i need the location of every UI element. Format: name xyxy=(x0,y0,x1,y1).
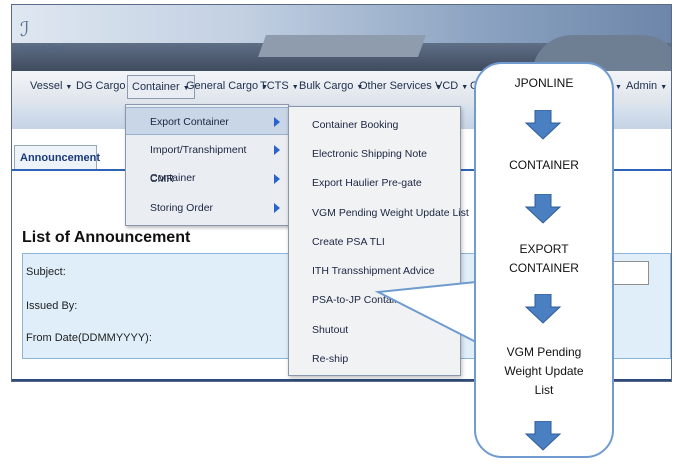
submenu-ith-transshipment-advice[interactable]: ITH Transshipment Advice xyxy=(312,265,435,277)
logo-mark-icon: ℐ xyxy=(20,17,30,41)
jurong-port-logo[interactable]: ℐ Jurong Port xyxy=(18,17,88,57)
callout-pointer xyxy=(374,281,477,343)
subject-label: Subject: xyxy=(26,266,66,278)
chevron-down-icon: ▼ xyxy=(660,84,668,91)
menu-item-cmr[interactable]: CMR xyxy=(126,165,288,193)
nav-vcd[interactable]: VCD▼ xyxy=(435,80,469,92)
submenu-vgm-pending-weight[interactable]: VGM Pending Weight Update List xyxy=(312,207,469,219)
down-arrow-icon xyxy=(524,294,562,324)
menu-item-storing-order[interactable]: Storing Order xyxy=(126,194,288,222)
step-jponline: JPONLINE xyxy=(514,76,574,90)
from-date-label: From Date(DDMMYYYY): xyxy=(26,332,152,344)
down-arrow-icon xyxy=(524,421,562,451)
chevron-right-icon xyxy=(274,203,280,213)
chevron-down-icon: ▼ xyxy=(461,84,469,91)
logo-text: Jurong Port xyxy=(18,43,65,53)
banner-warehouse-roof xyxy=(257,35,427,57)
navigation-path-callout: JPONLINE CONTAINER EXPORT CONTAINER VGM … xyxy=(474,62,614,458)
submenu-export-haulier-pregate[interactable]: Export Haulier Pre-gate xyxy=(312,177,422,189)
nav-container[interactable]: Container▼ xyxy=(127,75,195,99)
submenu-container-booking[interactable]: Container Booking xyxy=(312,119,399,131)
submenu-psa-to-jp-container[interactable]: PSA-to-JP Containe xyxy=(312,294,406,306)
chevron-down-icon: ▼ xyxy=(434,84,442,91)
menu-item-export-container[interactable]: Export Container xyxy=(126,107,288,135)
step-container: CONTAINER xyxy=(509,158,579,172)
issued-by-label: Issued By: xyxy=(26,300,78,312)
page-title: List of Announcement xyxy=(22,229,191,246)
nav-admin-caret-left: ▼ xyxy=(612,80,622,92)
nav-bulk-cargo[interactable]: Bulk Cargo▼ xyxy=(299,80,364,92)
chevron-right-icon xyxy=(274,117,280,127)
nav-tcts[interactable]: TCTS▼ xyxy=(260,80,299,92)
menu-item-import-transhipment[interactable]: Import/Transhipment Container xyxy=(126,136,288,184)
nav-other-services[interactable]: Other Services▼ xyxy=(359,80,442,92)
submenu-shutout[interactable]: Shutout xyxy=(312,324,349,336)
header-banner: ℐ Jurong Port xyxy=(12,5,671,71)
chevron-down-icon: ▼ xyxy=(291,84,299,91)
chevron-down-icon: ▼ xyxy=(182,85,190,92)
chevron-down-icon: ▼ xyxy=(65,84,73,91)
chevron-down-icon: ▼ xyxy=(261,84,269,91)
tab-announcement[interactable]: Announcement xyxy=(14,145,100,169)
down-arrow-icon xyxy=(524,194,562,224)
nav-admin[interactable]: Admin▼ xyxy=(626,80,668,92)
step-export-container: EXPORT CONTAINER xyxy=(509,242,579,275)
submenu-electronic-shipping-note[interactable]: Electronic Shipping Note xyxy=(312,148,427,160)
chevron-down-icon: ▼ xyxy=(615,84,622,91)
nav-vessel[interactable]: Vessel▼ xyxy=(30,80,73,92)
chevron-right-icon xyxy=(274,145,280,155)
export-container-submenu: Container Booking Electronic Shipping No… xyxy=(288,106,469,376)
chevron-right-icon xyxy=(274,174,280,184)
nav-general-cargo[interactable]: General Cargo▼ xyxy=(186,80,269,92)
submenu-reship[interactable]: Re-ship xyxy=(312,353,349,365)
chevron-down-icon: ▼ xyxy=(356,84,364,91)
submenu-create-psa-tli[interactable]: Create PSA TLI xyxy=(312,236,385,248)
content-bottom-border xyxy=(12,379,671,381)
container-dropdown-menu: Export Container Import/Transhipment Con… xyxy=(125,104,289,226)
step-vgm-pending-weight-update-list: VGM Pending Weight Update List xyxy=(504,345,584,397)
down-arrow-icon xyxy=(524,110,562,140)
